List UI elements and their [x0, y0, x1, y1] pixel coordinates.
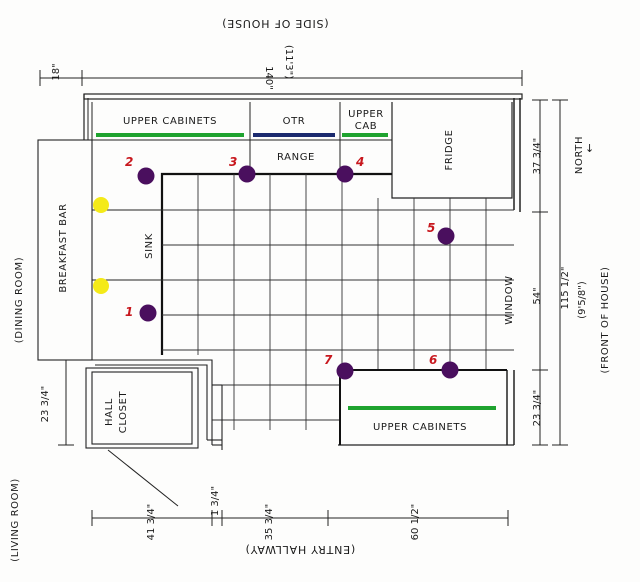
- dim-41-3-4: 41 3/4": [146, 504, 157, 541]
- upper-cabinets-bottom-green-bar: [348, 406, 496, 410]
- marker-2: [137, 167, 155, 185]
- marker-3: [238, 165, 256, 183]
- otr-label: OTR: [283, 116, 306, 127]
- right-dimension-lines: [532, 99, 568, 446]
- dim-54: 54": [532, 287, 543, 304]
- hall-closet-label-line1: HALL: [104, 398, 115, 426]
- dim-23-3-4-right: 23 3/4": [532, 390, 543, 427]
- hall-closet: [85, 367, 199, 449]
- north-arrow-icon: ↓: [585, 142, 595, 155]
- dim-37-3-4: 37 3/4": [532, 138, 543, 175]
- marker-7: [336, 362, 354, 380]
- entry-walls: [90, 359, 223, 450]
- upper-cabinets-top-green-bar: [96, 133, 244, 137]
- front-of-house-label: (FRONT OF HOUSE): [600, 267, 611, 374]
- marker-4: [336, 165, 354, 183]
- dim-115-half: 115 1/2": [560, 267, 571, 310]
- upper-cab-label-line1: UPPER: [348, 109, 384, 120]
- dim-9-5-8: (9'5/8"): [577, 281, 588, 319]
- counter-edge: [160, 172, 392, 355]
- marker-4-number: 4: [355, 155, 364, 169]
- room-walls: [83, 93, 523, 446]
- marker-3-number: 3: [229, 155, 237, 169]
- dim-1-3-4: 1 3/4": [210, 486, 221, 516]
- dim-23-3-4-left: 23 3/4": [40, 386, 51, 423]
- upper-cabinets-top-label: UPPER CABINETS: [123, 116, 217, 127]
- fridge-box: [391, 102, 513, 199]
- yellow-marker-bottom: [93, 278, 109, 294]
- fridge-label: FRIDGE: [444, 129, 455, 170]
- tile-grid: [162, 174, 514, 430]
- marker-2-number: 2: [125, 155, 133, 169]
- marker-1: [139, 304, 157, 322]
- hall-closet-label-line2: CLOSET: [118, 390, 129, 433]
- north-label: NORTH: [574, 136, 585, 174]
- range-outline: [249, 140, 341, 170]
- upper-cabinets-bottom-label: UPPER CABINETS: [373, 422, 467, 433]
- upper-cab-green-bar: [342, 133, 388, 137]
- otr-navy-bar: [253, 133, 335, 137]
- entry-hallway-label: (ENTRY HALLWAY): [245, 543, 355, 556]
- marker-6-number: 6: [429, 353, 437, 367]
- marker-7-number: 7: [324, 353, 333, 367]
- dim-18: 18": [51, 63, 62, 80]
- range-label: RANGE: [277, 152, 315, 163]
- yellow-marker-top: [93, 197, 109, 213]
- dim-60-half: 60 1/2": [410, 504, 421, 541]
- dim-35-3-4: 35 3/4": [264, 504, 275, 541]
- upper-cab-label-line2: CAB: [355, 121, 377, 132]
- side-of-house-label: (SIDE OF HOUSE): [221, 17, 328, 30]
- living-room-label: (LIVING ROOM): [10, 478, 21, 562]
- dining-room-label: (DINING ROOM): [14, 257, 25, 343]
- window-label: WINDOW: [504, 275, 515, 324]
- bottom-dimension-line: [91, 510, 509, 526]
- breakfast-bar-label: BREAKFAST BAR: [58, 203, 69, 292]
- left-dimension-line: [58, 359, 74, 446]
- closet-leader-line: [107, 449, 179, 507]
- top-dimension-line: [39, 70, 523, 86]
- marker-1-number: 1: [125, 305, 133, 319]
- marker-5: [437, 227, 455, 245]
- sink-label: SINK: [144, 233, 155, 259]
- marker-5-number: 5: [427, 221, 435, 235]
- marker-6: [441, 361, 459, 379]
- dim-top-ft: (11'3"): [283, 45, 294, 79]
